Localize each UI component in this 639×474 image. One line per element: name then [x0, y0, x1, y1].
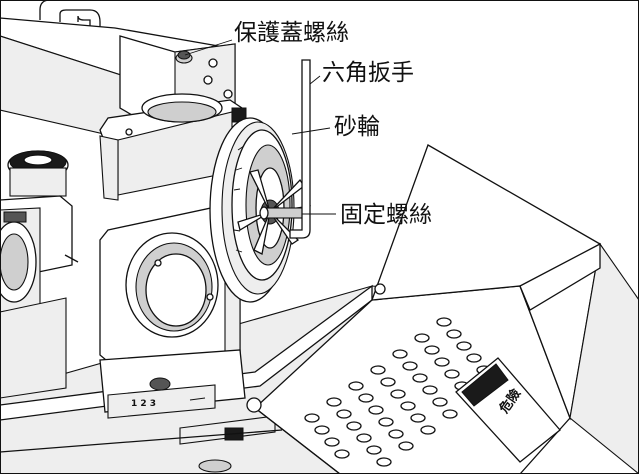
tray-hole	[336, 409, 352, 419]
tray-hole	[446, 329, 462, 339]
tray-hole	[326, 397, 342, 407]
collector-tray	[246, 144, 639, 474]
tray-hole	[432, 397, 448, 407]
label-fixing-screw: 固定螺絲	[340, 202, 432, 228]
tray-hole	[402, 361, 418, 371]
tray-hole	[380, 377, 396, 387]
tray-hole	[348, 381, 364, 391]
tray-hole	[390, 389, 406, 399]
left-indexing-unit	[0, 150, 79, 399]
tray-hole	[334, 449, 350, 459]
tray-hole	[422, 385, 438, 395]
label-hex-wrench: 六角扳手	[322, 60, 414, 86]
tray-hole	[400, 401, 416, 411]
tray-hole	[370, 365, 386, 375]
tray-hole	[442, 409, 458, 419]
svg-text:1 2 3: 1 2 3	[131, 399, 156, 409]
tray-hole	[356, 433, 372, 443]
tray-hole	[368, 405, 384, 415]
tray-hole	[388, 429, 404, 439]
tray-hole	[410, 413, 426, 423]
tray-hole	[376, 457, 392, 467]
tray-hole	[414, 333, 430, 343]
tray-hole	[324, 437, 340, 447]
hex-wrench	[289, 59, 311, 239]
hex-wrench-leader	[309, 75, 321, 85]
tray-hole	[436, 317, 452, 327]
tray-hole	[412, 373, 428, 383]
label-guard-screw: 保護蓋螺絲	[234, 20, 349, 46]
wheel-leader	[291, 127, 331, 135]
tray-hole	[420, 425, 436, 435]
guard-screw-leader	[184, 39, 233, 56]
tray-hole	[378, 417, 394, 427]
label-grinding-wheel: 砂輪	[334, 114, 380, 140]
main-upright: 1 2 3	[99, 93, 247, 419]
tray-hole	[346, 421, 362, 431]
tray-hole	[466, 353, 482, 363]
tray-hole	[398, 441, 414, 451]
tray-hole	[424, 345, 440, 355]
tray-hole	[358, 393, 374, 403]
tray-hole	[314, 425, 330, 435]
tray-hole	[392, 349, 408, 359]
grinding-wheel-assembly	[209, 117, 311, 303]
tray-hole	[304, 413, 320, 423]
tray-hole	[366, 445, 382, 455]
tray-hole	[444, 369, 460, 379]
callout-lines	[184, 39, 336, 215]
tray-hole	[434, 357, 450, 367]
tray-hole	[456, 341, 472, 351]
